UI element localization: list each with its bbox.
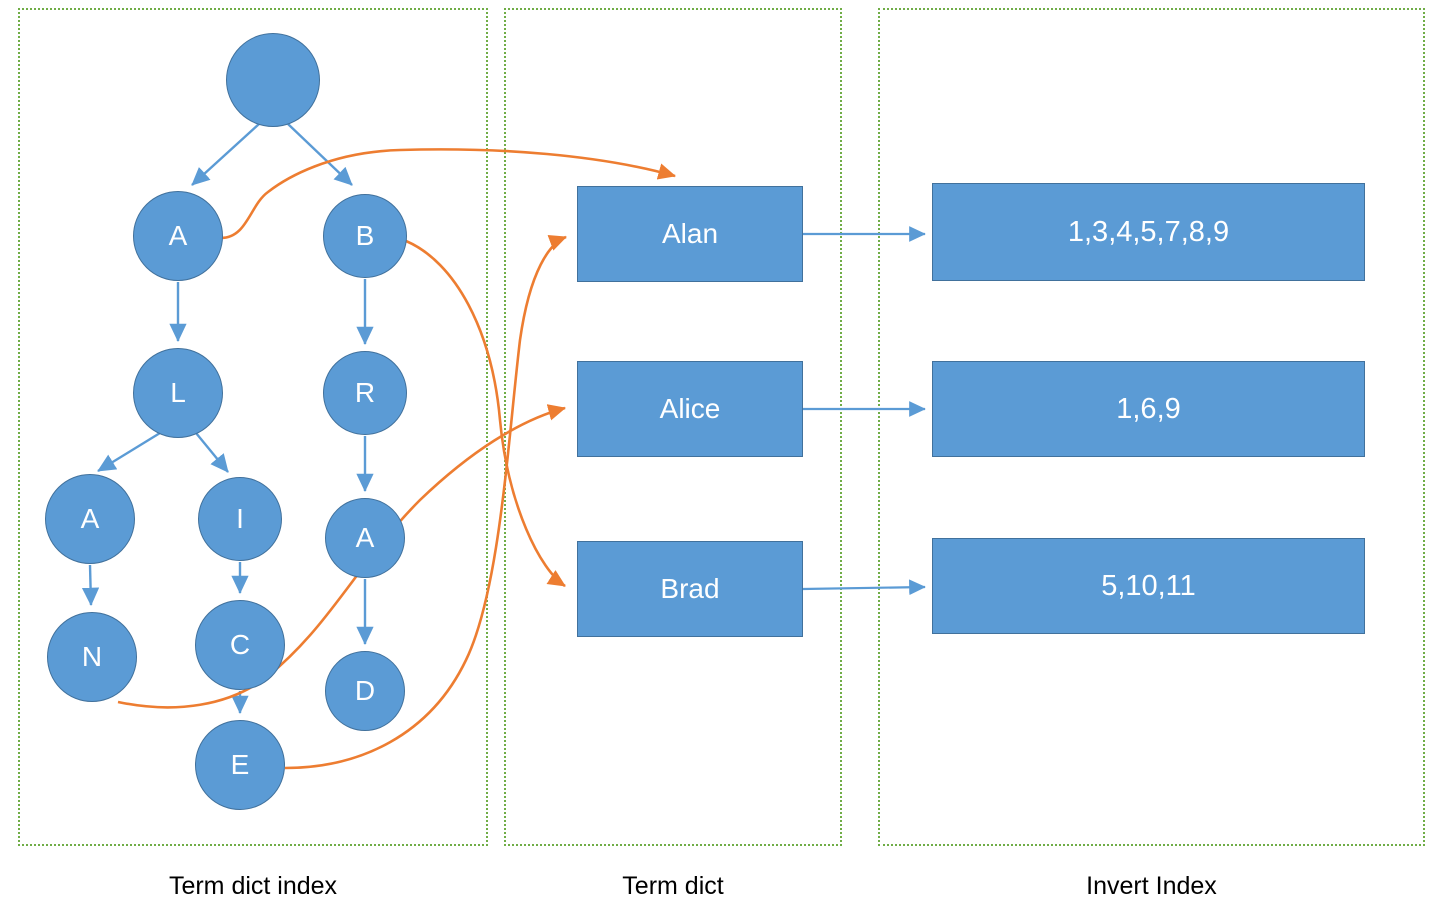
postings-box-label: 5,10,11 xyxy=(1101,569,1196,602)
tree-node-e[interactable]: E xyxy=(195,720,285,810)
panel-term-dict-index xyxy=(18,8,488,846)
tree-node-l[interactable]: L xyxy=(133,348,223,438)
tree-node-label: A xyxy=(168,220,188,251)
tree-node-b-level1[interactable]: B xyxy=(323,194,407,278)
tree-node-label: E xyxy=(230,749,250,780)
term-box-alan[interactable]: Alan xyxy=(577,186,803,282)
postings-box-alan[interactable]: 1,3,4,5,7,8,9 xyxy=(932,183,1365,281)
term-box-alice[interactable]: Alice xyxy=(577,361,803,457)
tree-node-d[interactable]: D xyxy=(325,651,405,731)
tree-node-c[interactable]: C xyxy=(195,600,285,690)
tree-node-label: L xyxy=(170,377,186,408)
caption-invert-index: Invert Index xyxy=(1086,872,1217,900)
term-box-label: Brad xyxy=(660,573,720,604)
panel-invert-index xyxy=(878,8,1425,846)
tree-node-label: D xyxy=(354,675,376,706)
caption-term-dict-index: Term dict index xyxy=(168,872,338,900)
term-box-label: Alice xyxy=(659,393,721,424)
postings-box-label: 1,6,9 xyxy=(1116,392,1181,425)
tree-node-root[interactable] xyxy=(226,33,320,127)
tree-node-label: A xyxy=(355,522,375,553)
tree-node-label: C xyxy=(229,629,251,660)
postings-box-alice[interactable]: 1,6,9 xyxy=(932,361,1365,457)
tree-node-n[interactable]: N xyxy=(47,612,137,702)
tree-node-label: N xyxy=(81,641,103,672)
tree-node-a-level1[interactable]: A xyxy=(133,191,223,281)
tree-node-label: A xyxy=(80,503,100,534)
tree-node-label: R xyxy=(354,377,376,408)
term-box-label: Alan xyxy=(661,218,719,249)
tree-node-r[interactable]: R xyxy=(323,351,407,435)
tree-node-a-level3-left[interactable]: A xyxy=(45,474,135,564)
tree-node-label: I xyxy=(236,503,244,534)
tree-node-label: B xyxy=(355,220,375,251)
tree-node-a-level3-right[interactable]: A xyxy=(325,498,405,578)
caption-term-dict: Term dict xyxy=(622,872,724,900)
term-box-brad[interactable]: Brad xyxy=(577,541,803,637)
postings-box-label: 1,3,4,5,7,8,9 xyxy=(1067,215,1230,248)
postings-box-brad[interactable]: 5,10,11 xyxy=(932,538,1365,634)
tree-node-i[interactable]: I xyxy=(198,477,282,561)
